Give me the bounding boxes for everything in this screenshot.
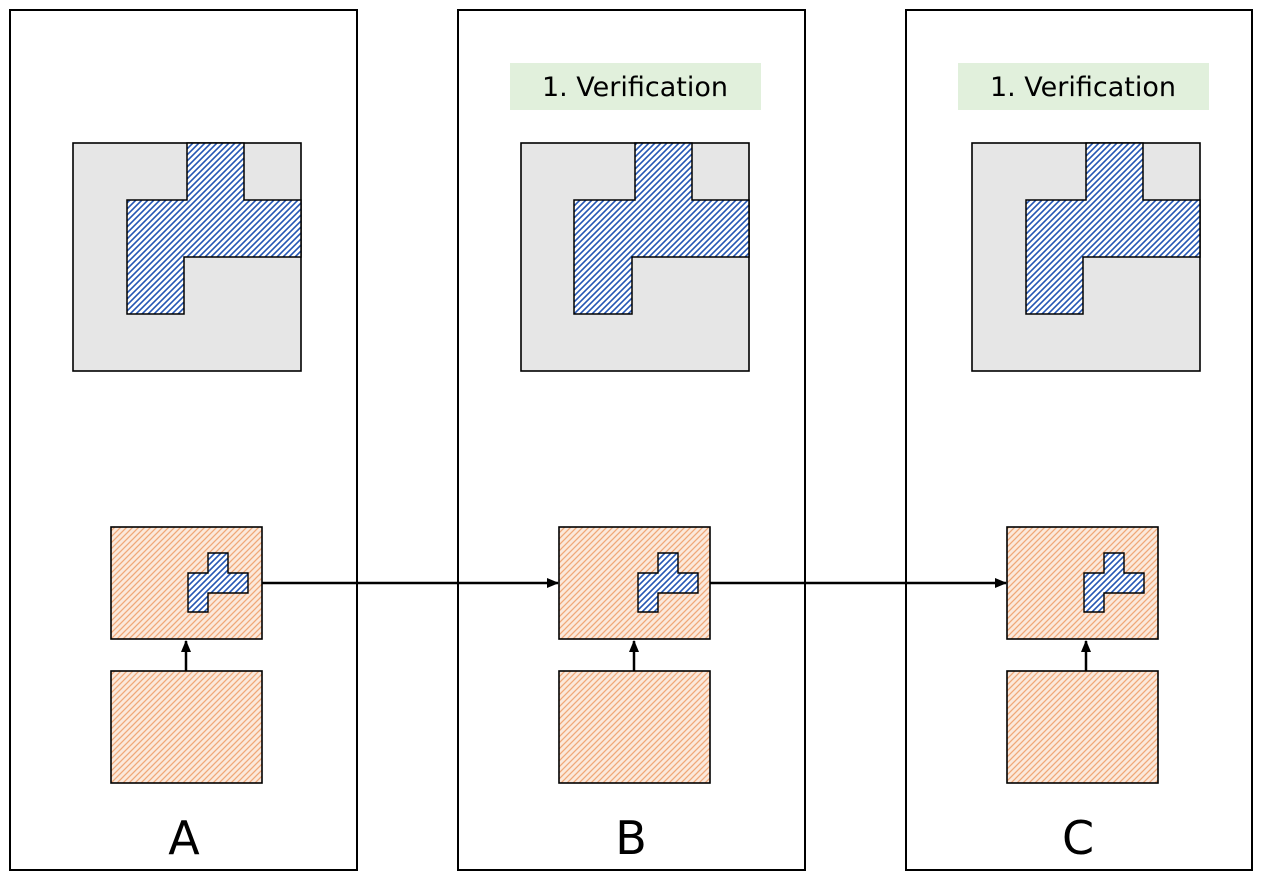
verification-tag-label: 1. Verification [542,72,728,103]
panel-c-source [1006,670,1159,784]
verification-tag-background [958,63,1209,110]
panel-c-tag: 1. Verification [958,63,1209,110]
panel-c-view [1006,526,1159,640]
panel-a-view [110,526,263,640]
panel-a: A [9,9,358,871]
panel-b: 1. Verification B [457,9,806,871]
panel-a-source [110,670,263,784]
verification-tag-label: 1. Verification [990,72,1176,103]
view-region-shape [637,552,699,613]
verification-tag-background [510,63,761,110]
panel-a-map [72,142,302,372]
panel-b-view [558,526,711,640]
panel-c-map [971,142,1201,372]
panel-b-source [558,670,711,784]
view-region-shape [187,552,249,613]
panel-c: 1. Verification C [905,9,1253,871]
panel-c-letter: C [1062,811,1094,865]
region-shape [126,142,302,315]
region-shape [573,142,750,315]
panel-b-letter: B [615,811,647,865]
panel-b-map [520,142,750,372]
view-region-shape [1083,552,1145,613]
region-shape [1025,142,1201,315]
panel-a-letter: A [168,811,200,865]
panel-b-tag: 1. Verification [510,63,761,110]
